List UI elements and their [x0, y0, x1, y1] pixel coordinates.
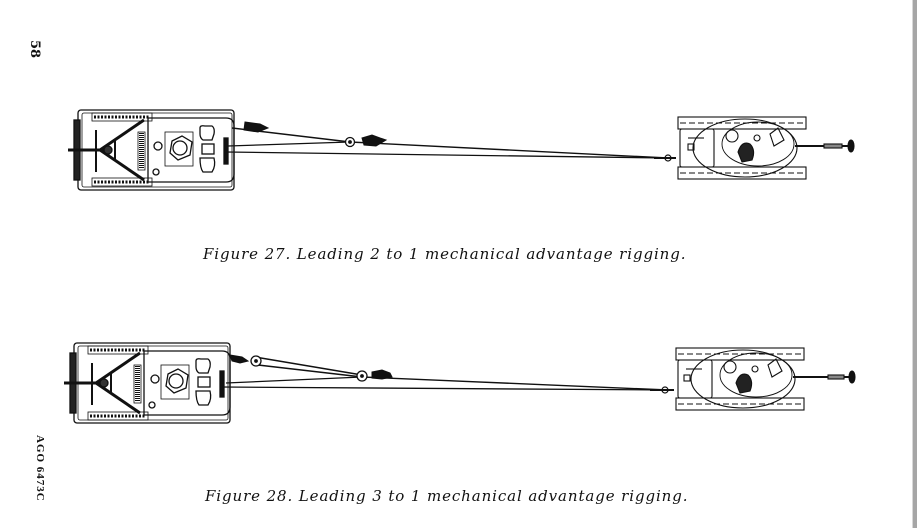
recovery-vehicle — [68, 109, 235, 191]
figure-28-illustration — [64, 342, 856, 424]
rigging-2-to-1 — [225, 121, 676, 162]
page-edge-shadow — [912, 0, 913, 528]
document-code: AGO 6473C — [34, 435, 46, 502]
rigging-3-to-1 — [221, 354, 674, 394]
page-edge-border — [913, 0, 917, 528]
disabled-tank — [677, 116, 855, 180]
figure-27-caption: Figure 27. Leading 2 to 1 mechanical adv… — [203, 245, 687, 263]
figure-28-caption: Figure 28. Leading 3 to 1 mechanical adv… — [205, 487, 689, 505]
disabled-tank — [675, 347, 856, 411]
page-number: 58 — [27, 40, 42, 59]
recovery-vehicle — [64, 342, 231, 424]
figure-27-illustration — [68, 109, 855, 191]
